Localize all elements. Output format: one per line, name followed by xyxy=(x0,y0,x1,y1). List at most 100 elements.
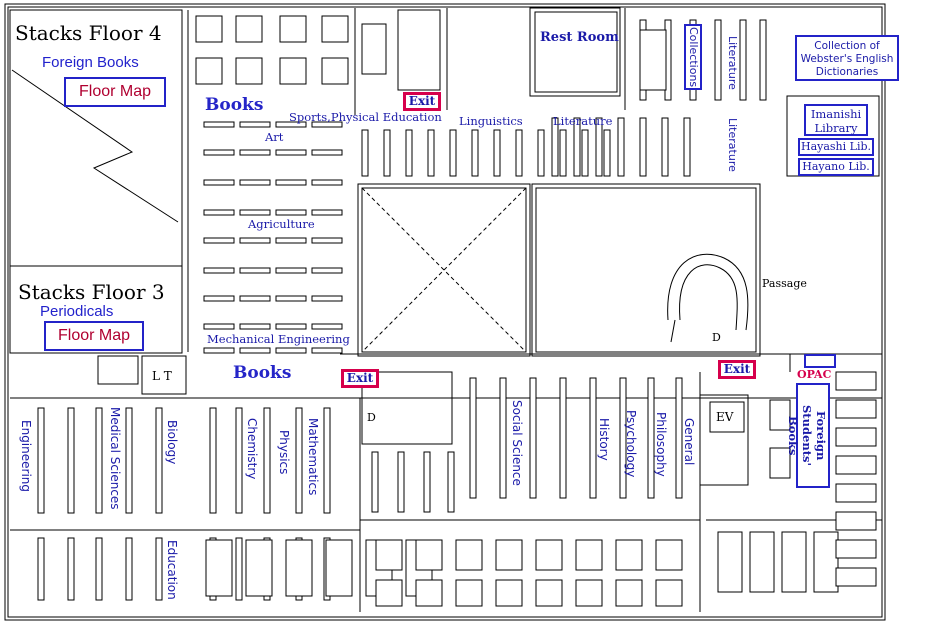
elevator-label: EV xyxy=(716,410,734,424)
bookshelf xyxy=(449,129,457,177)
bookshelf xyxy=(37,537,45,601)
reading-desk xyxy=(835,427,877,447)
bookshelf xyxy=(311,295,343,302)
reading-desk xyxy=(279,15,307,43)
bookshelf xyxy=(537,129,545,177)
reading-desk xyxy=(195,57,223,85)
reading-desk xyxy=(325,539,353,597)
bookshelf xyxy=(239,267,271,274)
bookshelf xyxy=(155,407,163,514)
bookshelf xyxy=(275,209,307,216)
bookshelf xyxy=(559,129,567,177)
hayashi-library[interactable]: Hayashi Lib. xyxy=(798,138,874,156)
floor-4-map-link[interactable]: Floor Map xyxy=(64,77,166,107)
collections-room[interactable]: Collections xyxy=(684,24,702,90)
reading-desk xyxy=(835,539,877,559)
exit-sign-top[interactable]: Exit xyxy=(403,92,441,111)
bookshelf xyxy=(125,407,133,514)
bookshelf xyxy=(203,209,235,216)
section-general: General xyxy=(682,418,696,466)
reading-desk xyxy=(835,455,877,475)
passage-label: Passage xyxy=(762,277,807,290)
reading-desk xyxy=(769,399,791,431)
bookshelf xyxy=(619,377,627,499)
websters-collection[interactable]: Collection of Webster's English Dictiona… xyxy=(795,35,899,81)
bookshelf xyxy=(239,179,271,186)
rest-room xyxy=(529,7,621,97)
reading-desk xyxy=(749,531,775,593)
bookshelf xyxy=(617,117,625,177)
reading-desk xyxy=(717,531,743,593)
bookshelf xyxy=(275,267,307,274)
section-linguistics: Linguistics xyxy=(459,114,523,128)
bookshelf xyxy=(239,149,271,156)
reading-desk xyxy=(415,539,443,571)
reading-desk xyxy=(575,539,603,571)
section-literature-vertical-2: Literature xyxy=(726,118,739,172)
reading-desk xyxy=(835,371,877,391)
bookshelf xyxy=(499,377,507,499)
exit-sign-middle[interactable]: Exit xyxy=(341,369,379,388)
elevator-block xyxy=(699,394,749,486)
bookshelf xyxy=(447,451,455,513)
reading-desk xyxy=(195,15,223,43)
stacks-ramp xyxy=(11,69,179,223)
bookshelf xyxy=(239,295,271,302)
bookshelf xyxy=(95,407,103,514)
imanishi-library[interactable]: Imanishi Library xyxy=(804,104,868,136)
foreign-students-books[interactable]: Foreign Students' Books xyxy=(786,383,830,488)
bookshelf xyxy=(239,237,271,244)
reading-desk xyxy=(321,57,349,85)
stacks-floor-3-title: Stacks Floor 3 xyxy=(18,280,165,304)
reading-desk xyxy=(455,579,483,607)
bookshelf xyxy=(239,209,271,216)
bookshelf xyxy=(647,377,655,499)
section-education: Education xyxy=(165,540,179,600)
reading-desk xyxy=(235,15,263,43)
bookshelf xyxy=(311,149,343,156)
reading-desk xyxy=(455,539,483,571)
exit-sign-right[interactable]: Exit xyxy=(718,360,756,379)
floor-3-map-link[interactable]: Floor Map xyxy=(44,321,144,351)
bookshelf xyxy=(405,129,413,177)
section-sports: Sports,Physical Education xyxy=(289,110,442,124)
reading-desk xyxy=(535,579,563,607)
bookshelf xyxy=(471,129,479,177)
bookshelf xyxy=(275,237,307,244)
bookshelf xyxy=(125,537,133,601)
bookshelf xyxy=(361,129,369,177)
bookshelf xyxy=(427,129,435,177)
reading-desk xyxy=(535,539,563,571)
section-physics: Physics xyxy=(277,430,291,475)
reading-desk xyxy=(835,483,877,503)
atrium-void xyxy=(357,183,531,357)
bookshelf xyxy=(263,407,271,514)
section-history: History xyxy=(597,418,611,461)
bookshelf xyxy=(239,121,271,128)
reading-desk xyxy=(245,539,273,597)
bookshelf xyxy=(675,377,683,499)
bookshelf xyxy=(739,19,747,101)
bookshelf xyxy=(311,267,343,274)
lt-room xyxy=(141,355,187,395)
bookshelf xyxy=(203,323,235,330)
hayano-library[interactable]: Hayano Lib. xyxy=(798,158,874,176)
bookshelf xyxy=(683,117,691,177)
bookshelf xyxy=(203,237,235,244)
bookshelf xyxy=(275,347,307,354)
reading-desk xyxy=(575,579,603,607)
reading-desk xyxy=(655,579,683,607)
special-libraries-block xyxy=(786,95,880,177)
bookshelf xyxy=(95,537,103,601)
opac-terminal-icon[interactable] xyxy=(804,354,836,368)
section-mechanical-engineering: Mechanical Engineering xyxy=(207,332,350,346)
bookshelf xyxy=(275,323,307,330)
bookshelf xyxy=(595,117,603,177)
section-literature: Literature xyxy=(553,114,613,128)
bookshelf xyxy=(639,117,647,177)
reading-desk xyxy=(375,579,403,607)
stair-d-bottom: D xyxy=(367,411,376,424)
bookshelf xyxy=(239,323,271,330)
section-medical-sciences: Medical Sciences xyxy=(108,407,122,510)
